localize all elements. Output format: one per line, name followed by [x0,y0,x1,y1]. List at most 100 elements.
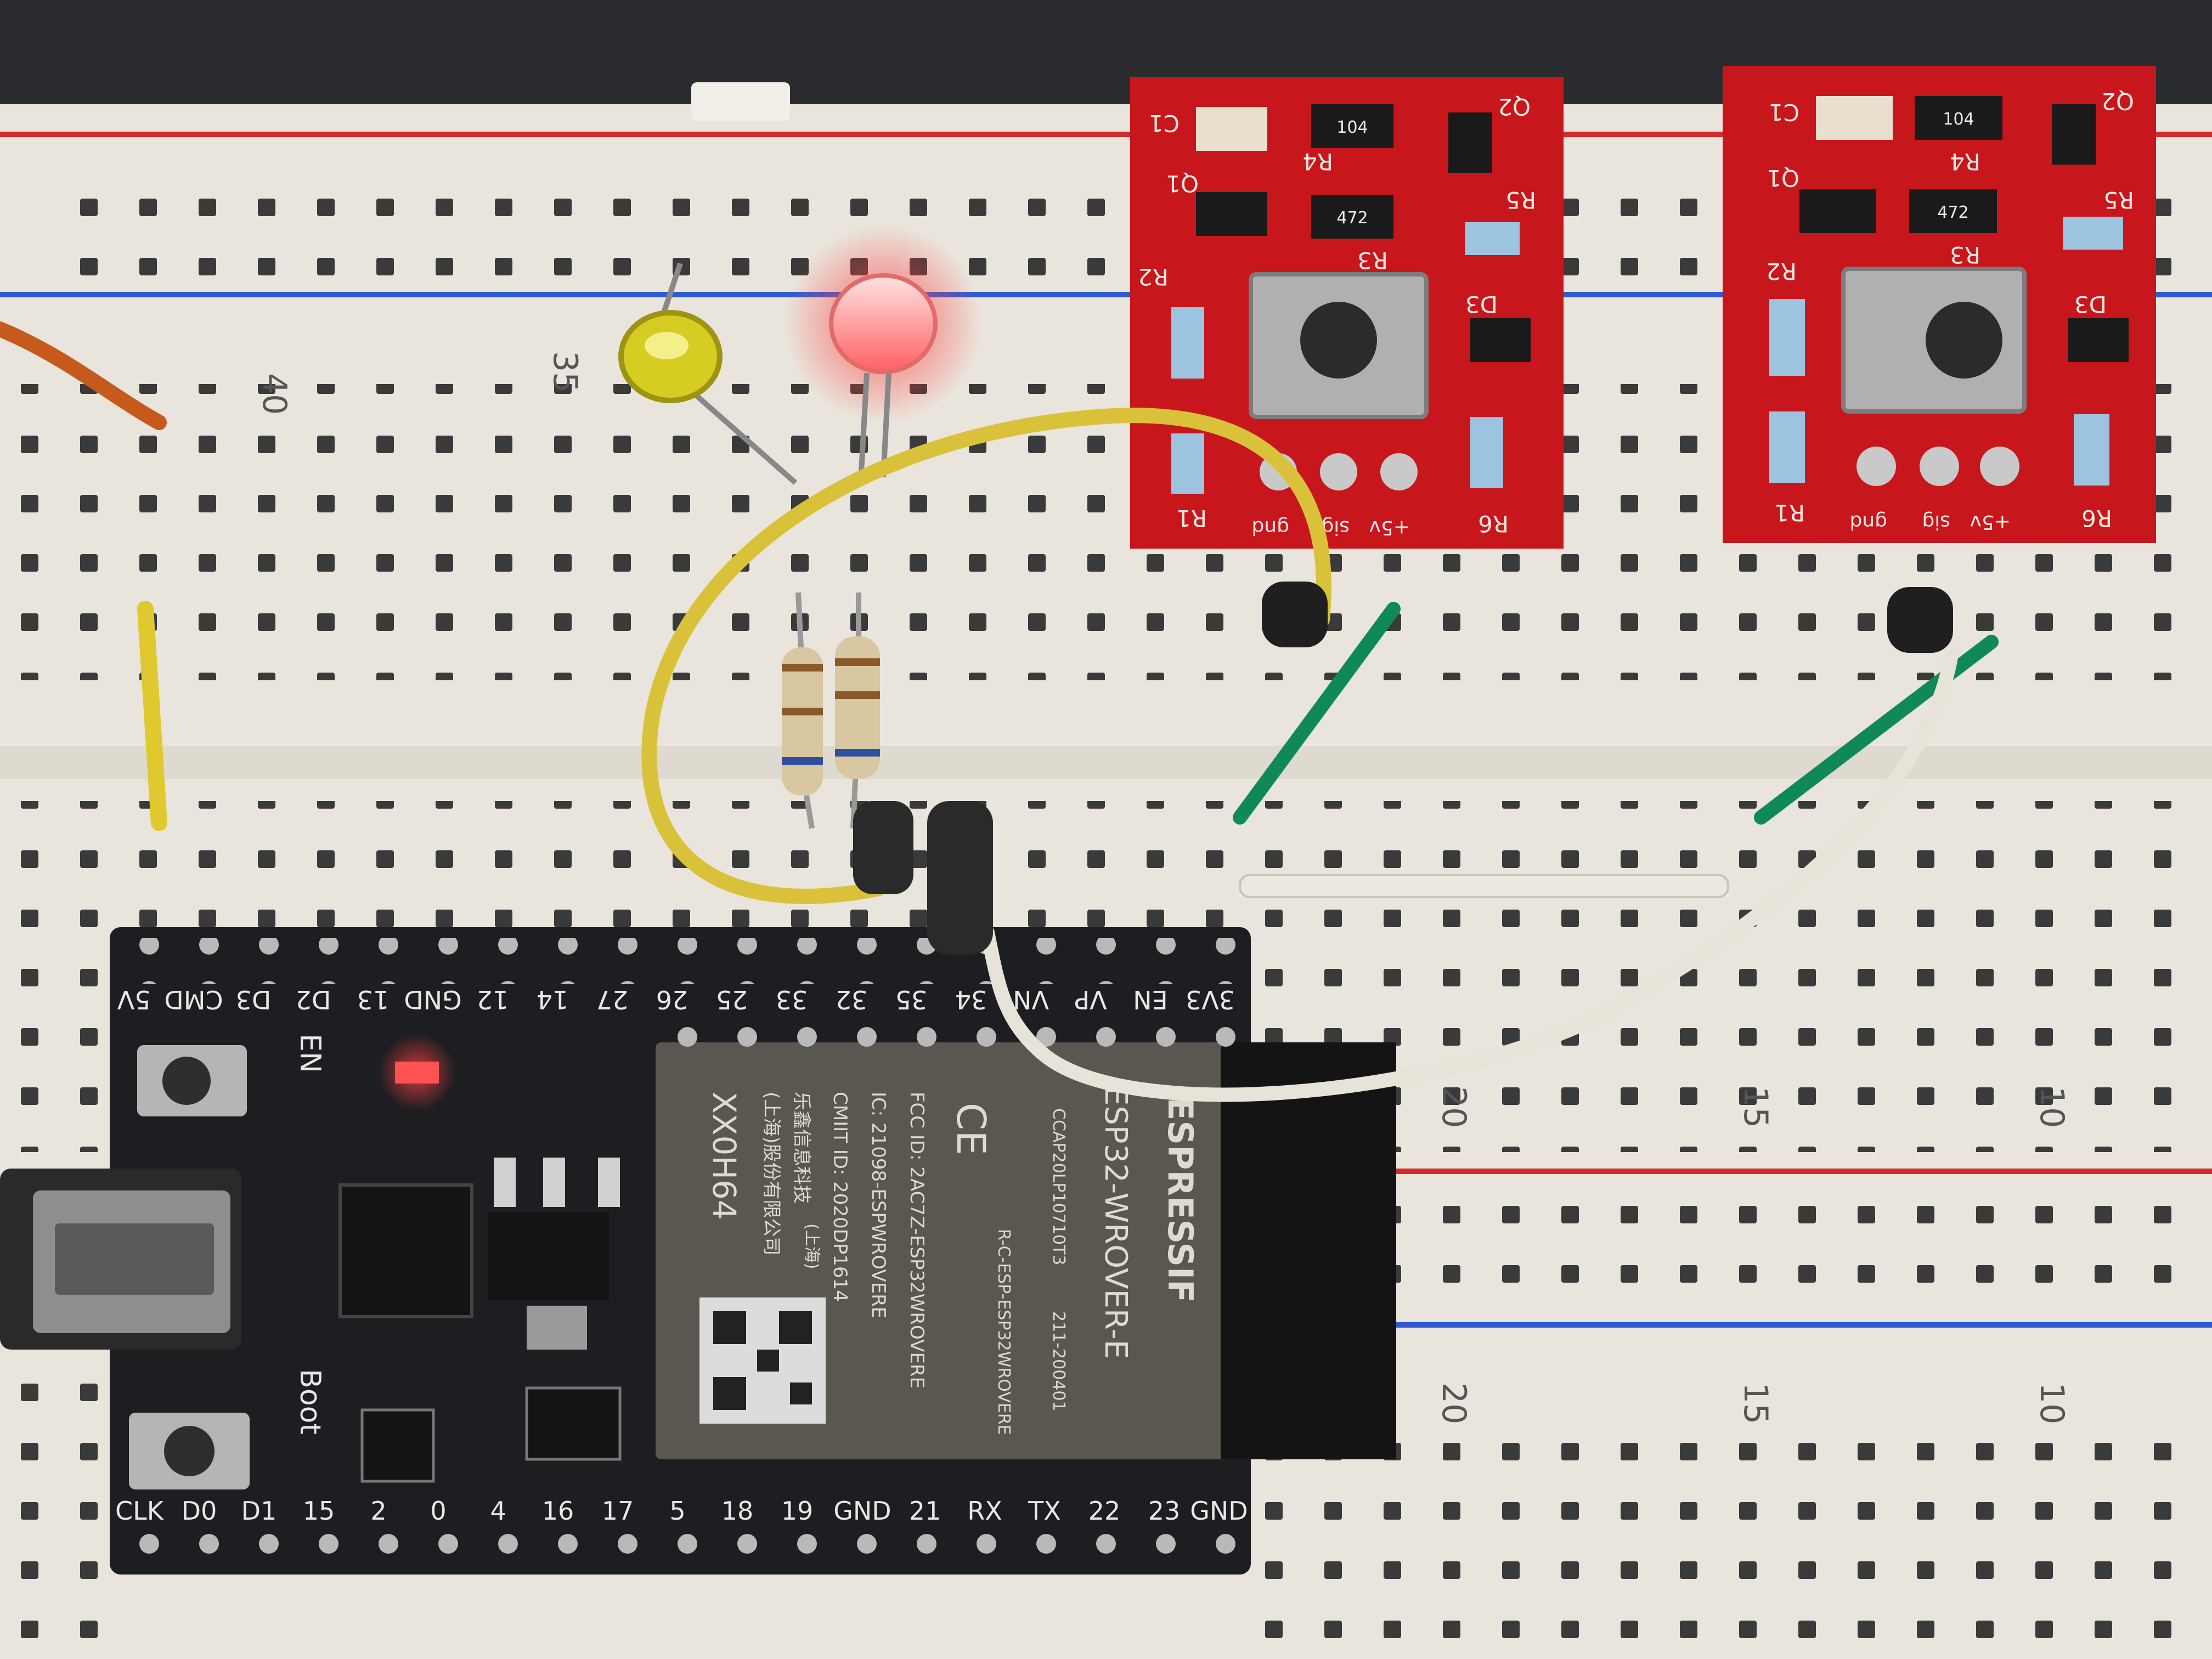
en-button[interactable] [137,1045,247,1116]
column-label-15-lower: 15 [1736,1383,1775,1424]
capacitor-c1 [1196,107,1267,151]
pin-label-top: 25 [716,985,748,1014]
tactile-switch-1[interactable] [1249,272,1429,419]
boot-button[interactable] [129,1413,250,1489]
resistor-r1 [1171,433,1204,494]
pin-label-bottom: 0 [430,1496,446,1526]
smd-transistor [525,1386,622,1461]
pin-label-bottom: GND [833,1496,891,1526]
pin-label-top: 32 [836,985,868,1014]
pin-label-bottom: GND [1190,1496,1248,1526]
pin-label-bottom: 21 [909,1496,941,1526]
resistor-r2 [1769,299,1805,376]
pin-label-top: VN [1013,985,1049,1014]
column-label-40: 40 [255,373,294,415]
micro-usb-port[interactable] [0,1169,241,1350]
orange-wire [0,321,167,430]
component-label-r6: R6 [1478,510,1509,537]
pin-pad [1980,447,2019,486]
bottom-blue-rail [1393,1322,2212,1328]
component-label-r1: R1 [1774,499,1805,526]
transistor-q2 [1448,112,1492,173]
module-side-code: XX0H64 [706,1092,743,1220]
esp32-board: 5V CMD D3 D2 13 GND 12 14 27 26 25 33 32… [0,927,1396,1577]
pin-label-gnd: gnd [1849,511,1887,533]
pin-label-top: 12 [477,985,509,1014]
yellow-loop-wire [641,408,1331,904]
pin-label-top: EN [1133,985,1167,1014]
antenna-area [1221,1042,1396,1459]
pin-label-top: 26 [656,985,689,1014]
module-cmiit: CMIIT ID: 2020DP1614 [829,1092,851,1302]
tactile-switch-2[interactable] [1841,267,2027,414]
power-led [395,1062,439,1084]
component-label-r2: R2 [1138,263,1169,290]
top-blue-rail [0,292,2212,297]
resistor-code-r4: 104 [1336,118,1368,137]
resistor-r1 [1769,411,1805,483]
smd-component [598,1158,620,1207]
resistor-r4 [1311,104,1393,148]
column-label-10-lower: 10 [2033,1383,2071,1424]
module-fcc: FCC ID: 2AC7Z-ESP32WROVERE [906,1092,928,1389]
pin-label-top: 5V [117,985,150,1014]
pin-label-bottom: 16 [542,1496,574,1526]
top-red-rail [0,132,2212,137]
component-label-q1: Q1 [1166,170,1199,197]
pin-label-bottom: TX [1028,1496,1061,1526]
component-label-r4: R4 [1950,148,1980,175]
column-label-20-upper: 20 [1435,1086,1473,1128]
pin-label-bottom: D0 [182,1496,217,1526]
component-label-r6: R6 [2081,505,2112,532]
smd-component [494,1158,516,1207]
resistor-r6 [1470,417,1503,488]
module-r-code: R-C-ESP-ESP32WROVERE [994,1229,1013,1435]
column-label-10-upper: 10 [2033,1086,2071,1128]
pin-label-bottom: 18 [721,1496,754,1526]
pin-label-gnd: gnd [1251,516,1289,539]
pin-pad [1857,447,1896,486]
component-label-d3: D3 [1465,291,1498,318]
component-label-r5: R5 [2103,187,2134,213]
module-chinese-badge: (上海) [802,1223,821,1269]
pin-label-top: 34 [955,985,988,1014]
component-label-d3: D3 [2074,291,2107,318]
module-brand: ESPRESSIF [1160,1097,1200,1302]
bottom-red-rail [1393,1169,2212,1174]
module-chinese-2: (上海)股份有限公司 [760,1092,782,1256]
pin-pad [1320,453,1357,490]
column-label-35: 35 [546,351,584,393]
component-label-r2: R2 [1766,258,1797,285]
resistor-r6 [2074,414,2109,486]
transistor-q1 [1196,192,1267,236]
resistor-r4 [1915,96,2002,140]
pin-label-top: 13 [357,985,390,1014]
component-label-q1: Q1 [1767,165,1799,191]
column-label-15-upper: 15 [1736,1086,1775,1128]
resistor-code-r4: 104 [1943,110,1974,129]
pin-label-bottom: 17 [602,1496,634,1526]
pin-label-bottom: 19 [781,1496,814,1526]
module-model: ESP32-WROVER-E [1098,1086,1133,1359]
pin-label-5v: +5v [1369,516,1410,539]
module-cert-1: CCAP20LP10710T3 [1049,1108,1068,1265]
component-label-r3: R3 [1950,241,1980,268]
pin-label-top: D3 [236,985,272,1014]
pin-label-top: D2 [296,985,331,1014]
resistor-r2 [1171,307,1204,379]
resistor-right [835,592,880,829]
pin-label-top: 33 [776,985,808,1014]
smd-transistor [360,1408,435,1483]
transistor-q1 [1799,189,1876,233]
component-label-r4: R4 [1302,148,1333,175]
resistor-code-r3: 472 [1937,203,1968,222]
module-ic: IC: 21098-ESPWROVERE [867,1092,889,1318]
pin-label-top: 14 [537,985,569,1014]
dupont-connector-1 [1262,582,1328,647]
diode-d3 [1470,318,1531,362]
yellow-jumper-left [137,601,167,831]
pin-label-top: VP [1074,985,1107,1014]
pin-label-top: GND [404,985,461,1014]
component-label-q2: Q2 [1498,93,1531,120]
